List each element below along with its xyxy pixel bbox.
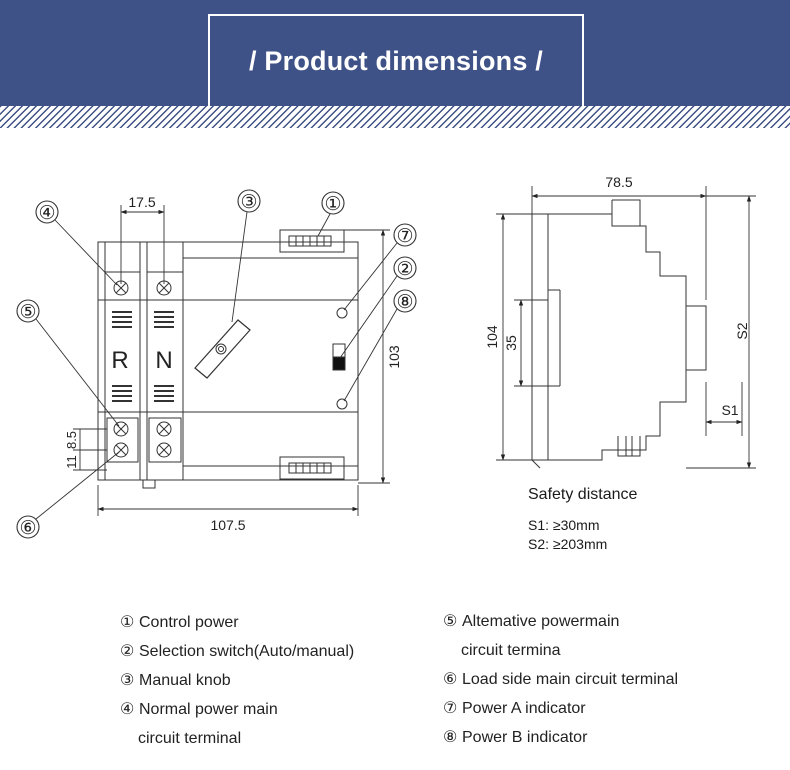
side-view xyxy=(531,199,707,469)
side-body-outline xyxy=(531,213,687,461)
safety-distance-block: Safety distance S1: ≥30mm S2: ≥203mm xyxy=(528,486,637,554)
front-dimension-labels: 17.5 107.5 103 8.5 11 xyxy=(64,194,402,533)
dimension-drawing: R N ④ ③ ① ⑦ ② ⑧ ⑤ ⑥ xyxy=(16,174,756,539)
callout-8: ⑧ xyxy=(396,292,413,313)
power-a-indicator xyxy=(336,307,348,319)
dim-depth: 78.5 xyxy=(605,174,632,190)
selection-switch xyxy=(332,343,346,371)
control-connector-top xyxy=(279,229,345,253)
pole-label-n: N xyxy=(155,347,172,374)
dim-side-mid: 35 xyxy=(503,335,519,351)
manual-knob xyxy=(194,319,251,379)
header-hatch-strip xyxy=(0,106,790,128)
dim-height: 103 xyxy=(386,345,402,369)
dim-pitch: 17.5 xyxy=(128,194,155,210)
top-screw-terminals xyxy=(113,280,172,296)
callout-7: ⑦ xyxy=(396,226,413,247)
header-banner xyxy=(0,0,790,106)
callout-6: ⑥ xyxy=(19,518,36,539)
safety-s2: S2: ≥203mm xyxy=(528,536,608,552)
callout-5: ⑤ xyxy=(19,302,36,323)
power-b-indicator xyxy=(336,398,348,410)
dim-s1: S1 xyxy=(721,402,738,418)
side-dimensions xyxy=(496,186,756,469)
dim-term-a: 8.5 xyxy=(64,431,79,449)
dim-s2: S2 xyxy=(734,322,750,339)
page-title: / Product dimensions / xyxy=(249,45,543,76)
title-frame: / Product dimensions / xyxy=(208,14,584,106)
pole-label-r: R xyxy=(111,347,128,374)
dim-term-b: 11 xyxy=(64,455,79,469)
front-dimensions xyxy=(73,205,390,516)
control-connector-bottom xyxy=(279,456,345,480)
safety-title: Safety distance xyxy=(528,486,638,503)
callout-2: ② xyxy=(396,259,413,280)
side-knob-profile xyxy=(686,305,707,371)
side-dimension-labels: 78.5 104 35 S2 S1 xyxy=(484,174,750,418)
front-view xyxy=(97,229,359,489)
callout-4: ④ xyxy=(38,203,55,224)
dim-width: 107.5 xyxy=(210,517,245,533)
safety-s1: S1: ≥30mm xyxy=(528,517,600,533)
callout-1: ① xyxy=(324,194,341,215)
dim-side-height: 104 xyxy=(484,325,500,349)
legend-item-continuation: circuit termina xyxy=(461,642,561,659)
front-view-labels: R N ④ ③ ① ⑦ ② ⑧ ⑤ ⑥ xyxy=(16,189,417,539)
callout-3: ③ xyxy=(240,192,257,213)
legend-item-continuation: circuit terminal xyxy=(138,730,242,747)
front-body-outline xyxy=(97,241,359,481)
